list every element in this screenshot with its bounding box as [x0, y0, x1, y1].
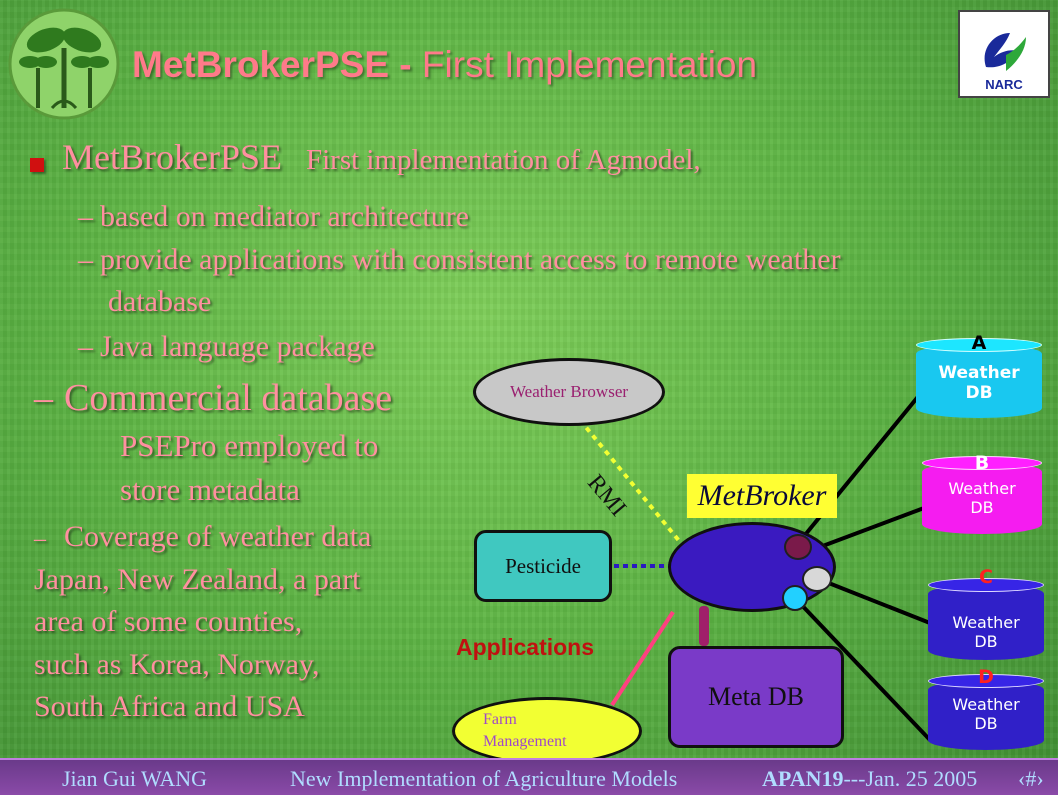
cylinder-body	[928, 680, 1044, 750]
db-b-connector	[811, 503, 933, 552]
commercial-database: –Commercial database	[34, 377, 393, 419]
metbroker-label: MetBroker	[687, 474, 837, 518]
sub-item-2: –provide applications with consistent ac…	[78, 243, 841, 276]
weather-db-label: Weather	[948, 479, 1016, 498]
pesticide-node: Pesticide	[474, 530, 612, 602]
weather-db-letter: C	[979, 566, 993, 588]
cylinder-top-icon	[928, 578, 1044, 592]
db-a-connector	[794, 380, 932, 548]
metbroker-port-a-icon	[784, 534, 812, 560]
weather-db-letter: D	[978, 666, 994, 688]
sub-item-1: –based on mediator architecture	[78, 200, 469, 233]
narc-logo: NARC	[958, 10, 1050, 98]
main-bullet: MetBrokerPSE First implementation of Agmo…	[62, 136, 701, 178]
db-c-connector	[815, 576, 936, 627]
cylinder-body	[922, 462, 1042, 534]
footer-bar	[0, 758, 1058, 795]
narc-leaf-icon	[984, 33, 1026, 71]
main-bullet-term: MetBrokerPSE	[62, 137, 282, 177]
coverage-line-1: –Coverage of weather data	[34, 520, 372, 553]
weather-db-sublabel: DB	[965, 383, 993, 403]
metbroker-port-b-icon	[802, 566, 832, 592]
db-d-connector	[792, 595, 932, 742]
cylinder-top-icon	[922, 456, 1042, 470]
weather-db-letter: B	[974, 452, 990, 474]
meta-db-connector	[699, 606, 709, 646]
title-bold: MetBrokerPSE -	[132, 44, 422, 85]
meta-db-node: Meta DB	[668, 646, 844, 748]
coverage-line-3: area of some counties,	[34, 605, 303, 638]
title-rest: First Implementation	[421, 44, 758, 85]
seedling-logo-icon	[8, 8, 120, 120]
narc-text: NARC	[985, 77, 1023, 92]
footer-page-number: ‹#›	[1018, 766, 1044, 791]
cylinder-top-icon	[928, 674, 1044, 688]
sub-item-3: –Java language package	[78, 330, 375, 363]
cylinder-top-icon	[916, 338, 1042, 352]
weather-db-label: Weather	[952, 613, 1020, 632]
cylinder-body	[916, 344, 1042, 418]
footer-author: Jian Gui WANG	[62, 766, 208, 791]
weather-db-sublabel: DB	[974, 714, 998, 733]
applications-label: Applications	[456, 634, 595, 660]
cylinder-body	[928, 584, 1044, 660]
bullet-square-icon	[30, 158, 44, 172]
psepro-line-2: store metadata	[120, 472, 300, 507]
slide-title: MetBrokerPSE - First Implementation	[132, 44, 757, 86]
metbroker-port-c-icon	[782, 585, 808, 611]
footer-event-name: APAN19	[762, 766, 844, 791]
footer-date: ---Jan. 25 2005	[843, 766, 978, 791]
footer-event: APAN19---Jan. 25 2005	[762, 766, 977, 792]
weather-db-sublabel: DB	[970, 498, 994, 517]
footer-talk: New Implementation of Agriculture Models	[290, 766, 678, 791]
psepro-line-1: PSEPro employed to	[120, 428, 379, 463]
rmi-connector	[578, 418, 687, 550]
weather-db-label: Weather	[938, 363, 1020, 383]
farm-label-line-1: Farm	[483, 711, 517, 729]
weather-db-label: Weather	[952, 695, 1020, 714]
coverage-line-2: Japan, New Zealand, a part	[34, 563, 361, 596]
weather-db-sublabel: DB	[974, 632, 998, 651]
coverage-line-5: South Africa and USA	[34, 690, 305, 723]
farm-connector	[610, 610, 675, 707]
main-bullet-desc: First implementation of Agmodel,	[306, 144, 701, 176]
weather-db-letter: A	[971, 332, 987, 354]
farm-label-line-2: Management	[483, 733, 567, 750]
sub-item-2-cont: database	[108, 285, 212, 318]
weather-browser-node: Weather Browser	[473, 358, 665, 426]
coverage-line-4: such as Korea, Norway,	[34, 648, 320, 681]
farm-management-node: Farm Management	[452, 697, 642, 765]
